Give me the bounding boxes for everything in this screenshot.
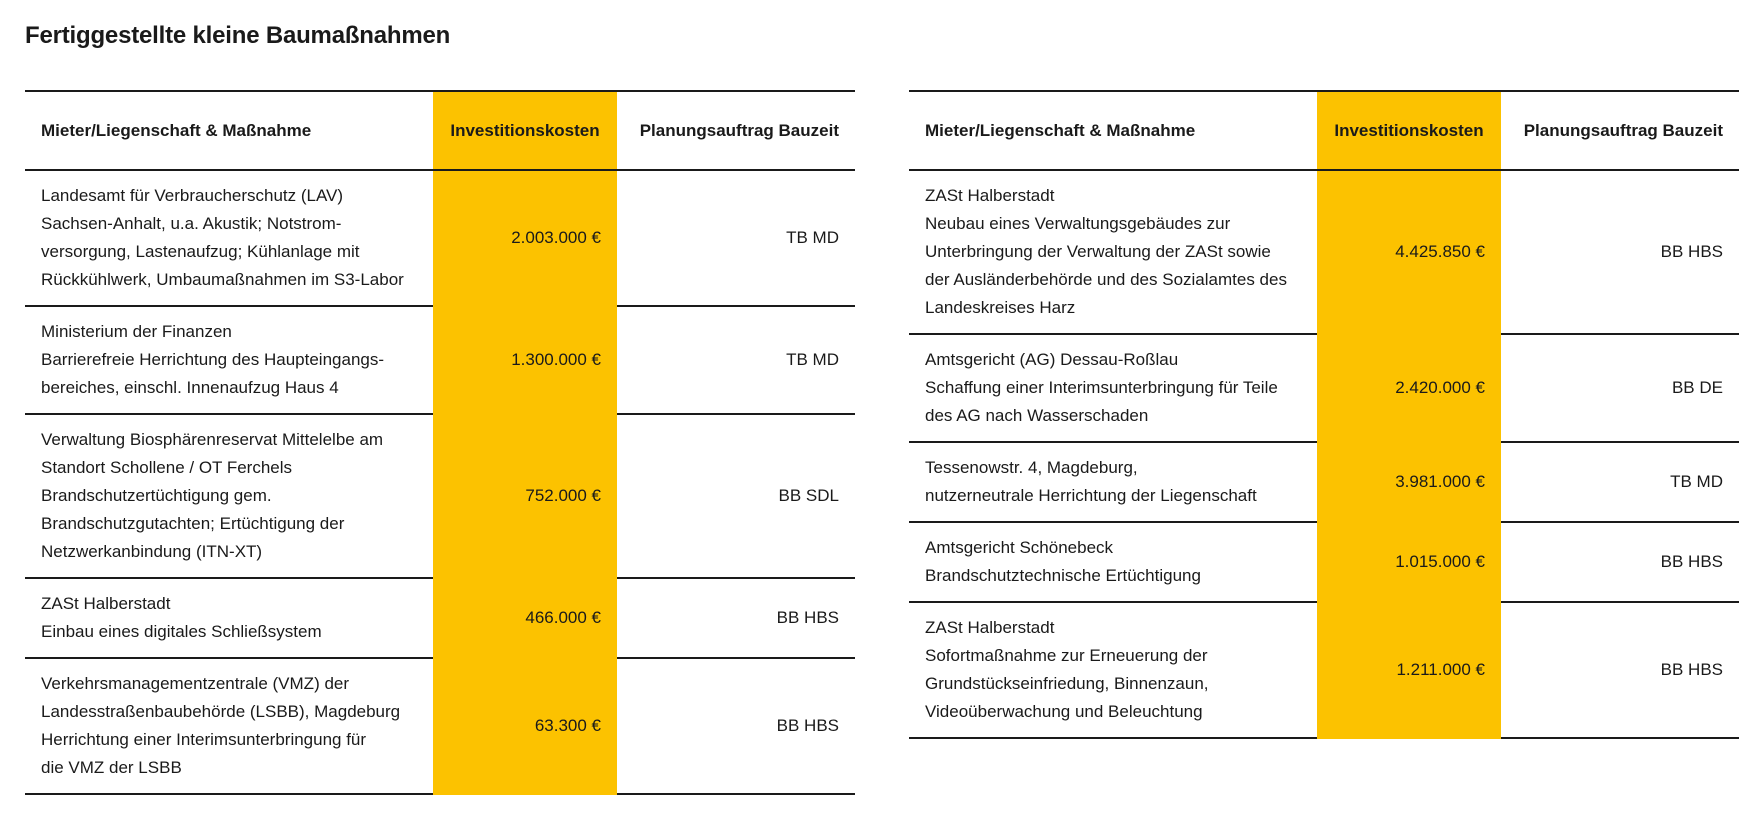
measure-text-line: Sofortmaßnahme zur Erneuerung der (925, 646, 1208, 665)
measure-text-line: Landesamt für Verbraucherschutz (LAV) (41, 186, 344, 205)
projects-table-left: Mieter/Liegenschaft & Maßnahme Investiti… (25, 90, 855, 795)
cell-planning-office: BB HBS (617, 578, 855, 659)
measure-text-line: Sachsen-Anhalt, u.a. Akustik; Notstrom- (41, 214, 342, 233)
header-tenant-measure: Mieter/Liegenschaft & Maßnahme (909, 91, 1317, 171)
measure-text-line: Standort Schollene / OT Ferchels (41, 458, 293, 477)
measure-text-line: Netzwerkanbindung (ITN-XT) (41, 542, 263, 561)
cell-planning-office: BB HBS (1501, 522, 1739, 603)
cell-investment-cost: 2.420.000 € (1317, 334, 1501, 443)
header-planning-order: Planungsauftrag Bauzeit (1501, 91, 1739, 171)
measure-text-line: Barrierefreie Herrichtung des Haupteinga… (41, 350, 385, 369)
page-title: Fertiggestellte kleine Baumaßnahmen (25, 22, 451, 49)
table-row: Landesamt für Verbraucherschutz (LAV) Sac… (25, 170, 855, 307)
measure-text-line: Grundstückseinfriedung, Binnenzaun, (925, 674, 1209, 693)
cell-planning-office: BB HBS (1501, 170, 1739, 335)
measure-text-line: Verwaltung Biosphärenreservat Mittelelbe… (41, 430, 384, 449)
measure-text-line: Verkehrsmanagementzentrale (VMZ) der (41, 674, 350, 693)
cell-investment-cost: 4.425.850 € (1317, 170, 1501, 335)
measure-text-line: Unterbringung der Verwaltung der ZASt so… (925, 242, 1271, 261)
table-header-row: Mieter/Liegenschaft & Maßnahme Investiti… (909, 91, 1739, 171)
measure-text-line: Amtsgericht (AG) Dessau-Roßlau (925, 350, 1179, 369)
header-planning-order: Planungsauftrag Bauzeit (617, 91, 855, 171)
measure-text-line: Landeskreises Harz (925, 298, 1076, 317)
measure-text-line: Brandschutzertüchtigung gem. (41, 486, 272, 505)
measure-text-line: ZASt Halberstadt (41, 594, 171, 613)
table-row: Tessenowstr. 4, Magdeburg, nutzerneutrale… (909, 442, 1739, 523)
measure-text-line: Einbau eines digitales Schließsystem (41, 622, 322, 641)
cell-planning-office: BB DE (1501, 334, 1739, 443)
projects-table-right: Mieter/Liegenschaft & Maßnahme Investiti… (909, 90, 1739, 739)
cell-investment-cost: 1.211.000 € (1317, 602, 1501, 739)
measure-text-line: Neubau eines Verwaltungsgebäudes zur (925, 214, 1231, 233)
measure-text-line: bereiches, einschl. Innenaufzug Haus 4 (41, 378, 339, 397)
measure-text-line: Schaffung einer Interimsunterbringung fü… (925, 378, 1278, 397)
cell-planning-office: TB MD (617, 170, 855, 307)
measure-text-line: des AG nach Wasserschaden (925, 406, 1149, 425)
cell-investment-cost: 3.981.000 € (1317, 442, 1501, 523)
measure-text-line: Ministerium der Finanzen (41, 322, 232, 341)
cell-planning-office: TB MD (1501, 442, 1739, 523)
cell-planning-office: BB SDL (617, 414, 855, 579)
measure-text-line: Brandschutztechnische Ertüchtigung (925, 566, 1201, 585)
measure-text-line: versorgung, Lastenaufzug; Kühlanlage mit (41, 242, 360, 261)
cell-tenant-measure: Landesamt für Verbraucherschutz (LAV) Sac… (25, 170, 433, 307)
header-investment-costs: Investitionskosten (1317, 91, 1501, 171)
measure-text-line: der Ausländerbehörde und des Sozialamtes… (925, 270, 1287, 289)
cell-tenant-measure: Tessenowstr. 4, Magdeburg, nutzerneutrale… (909, 442, 1317, 523)
cell-tenant-measure: Verwaltung Biosphärenreservat Mittelelbe… (25, 414, 433, 579)
table-row: Verwaltung Biosphärenreservat Mittelelbe… (25, 414, 855, 579)
measure-text-line: Videoüberwachung und Beleuchtung (925, 702, 1203, 721)
measure-text-line: Rückkühlwerk, Umbaumaßnahmen im S3-Labor (41, 270, 404, 289)
cell-investment-cost: 466.000 € (433, 578, 617, 659)
cell-planning-office: TB MD (617, 306, 855, 415)
measure-text-line: Amtsgericht Schönebeck (925, 538, 1114, 557)
cell-investment-cost: 2.003.000 € (433, 170, 617, 307)
measure-text-line: Herrichtung einer Interimsunterbringung … (41, 730, 367, 749)
cell-investment-cost: 1.300.000 € (433, 306, 617, 415)
table-header-row: Mieter/Liegenschaft & Maßnahme Investiti… (25, 91, 855, 171)
cell-planning-office: BB HBS (617, 658, 855, 795)
cell-investment-cost: 1.015.000 € (1317, 522, 1501, 603)
measure-text-line: ZASt Halberstadt (925, 186, 1055, 205)
cell-planning-office: BB HBS (1501, 602, 1739, 739)
cell-investment-cost: 752.000 € (433, 414, 617, 579)
measure-text-line: Brandschutzgutachten; Ertüchtigung der (41, 514, 345, 533)
measure-text-line: nutzerneutrale Herrichtung der Liegensch… (925, 486, 1257, 505)
header-tenant-measure: Mieter/Liegenschaft & Maßnahme (25, 91, 433, 171)
measure-text-line: Tessenowstr. 4, Magdeburg, (925, 458, 1138, 477)
header-investment-costs: Investitionskosten (433, 91, 617, 171)
measure-text-line: ZASt Halberstadt (925, 618, 1055, 637)
measure-text-line: Landesstraßenbaubehörde (LSBB), Magdebur… (41, 702, 401, 721)
cell-investment-cost: 63.300 € (433, 658, 617, 795)
measure-text-line: die VMZ der LSBB (41, 758, 182, 777)
